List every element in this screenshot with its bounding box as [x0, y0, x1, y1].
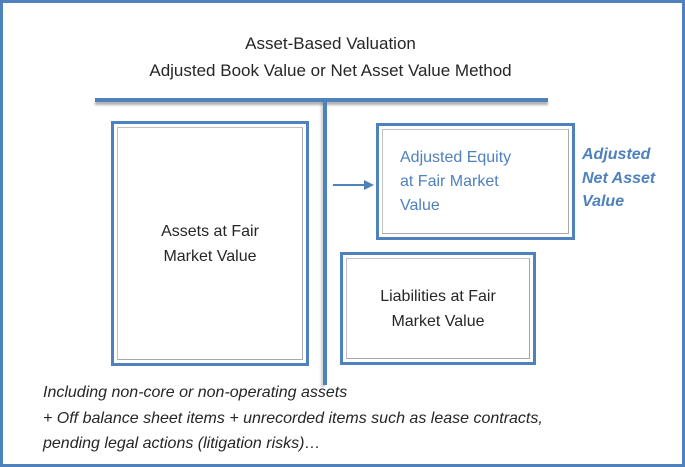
- assets-box-inner-frame: Assets at Fair Market Value: [117, 127, 303, 360]
- assets-at-fair-market-value-box: Assets at Fair Market Value: [111, 121, 309, 366]
- adjusted-equity-box-label: Adjusted Equity at Fair Market Value: [400, 148, 512, 214]
- adjusted-equity-box-inner-frame: Adjusted Equity at Fair Market Value: [382, 129, 569, 234]
- liabilities-at-fair-market-value-box: Liabilities at Fair Market Value: [340, 252, 536, 365]
- assets-box-label: Assets at Fair Market Value: [161, 222, 259, 265]
- adjusted-equity-box: Adjusted Equity at Fair Market Value: [376, 123, 575, 240]
- footnote-line2: + Off balance sheet items + unrecorded i…: [43, 409, 543, 427]
- liabilities-box-inner-frame: Liabilities at Fair Market Value: [346, 258, 530, 359]
- footnote-line3: pending legal actions (litigation risks)…: [43, 435, 321, 452]
- right-arrow-icon: [333, 179, 374, 191]
- footnote-text: Including non-core or non-operating asse…: [43, 380, 543, 457]
- vertical-divider-line: [323, 99, 327, 385]
- figure-title: Asset-Based Valuation Adjusted Book Valu…: [3, 30, 658, 84]
- liabilities-box-label: Liabilities at Fair Market Value: [380, 287, 496, 330]
- figure-title-line1: Asset-Based Valuation: [245, 34, 416, 53]
- figure-title-line2: Adjusted Book Value or Net Asset Value M…: [149, 61, 512, 80]
- adjusted-net-asset-value-label: Adjusted Net Asset Value: [582, 146, 656, 210]
- footnote-line1: Including non-core or non-operating asse…: [43, 384, 348, 401]
- horizontal-divider-line: [95, 98, 548, 102]
